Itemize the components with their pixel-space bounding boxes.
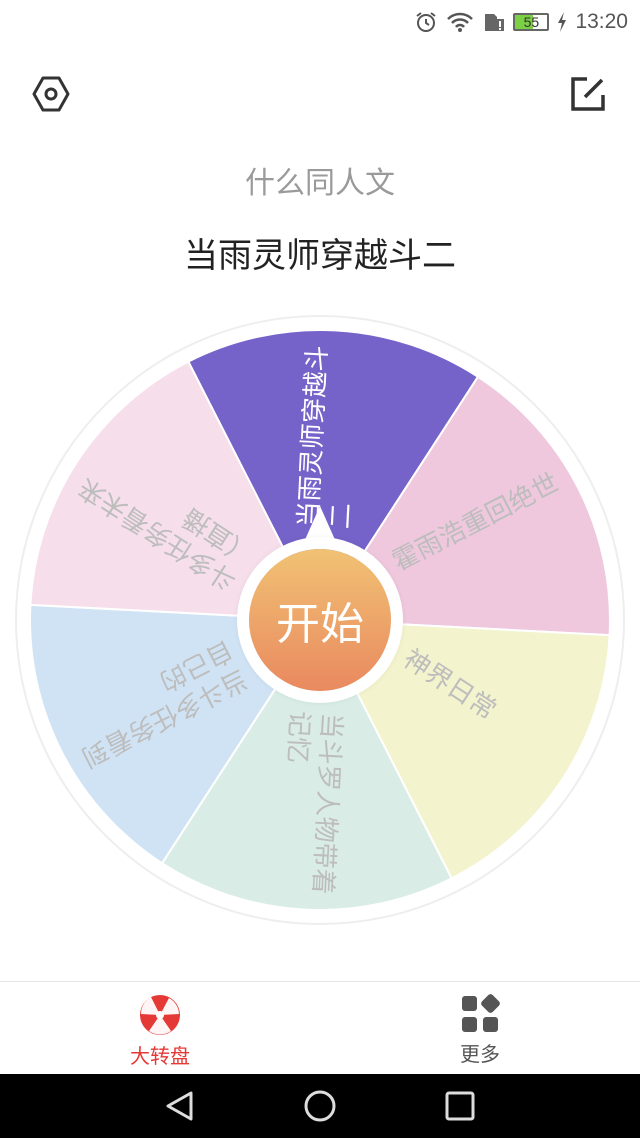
wheel-segment: [318, 375, 611, 637]
battery-level: 55: [523, 14, 540, 30]
radiation-wheel-icon: [140, 995, 180, 1035]
bottom-tab-bar: 大转盘 更多: [0, 981, 640, 1074]
status-bar: 55 13:20: [0, 0, 640, 44]
wheel-segment-label: 当斗罗人物带着记忆: [281, 710, 347, 896]
edit-button[interactable]: [566, 72, 610, 116]
wheel-pointer: [304, 506, 336, 542]
apps-grid-icon: [462, 994, 500, 1032]
wheel-segment: [318, 618, 611, 880]
wheel-segment: [186, 329, 480, 622]
wheel-segment: [29, 603, 322, 865]
settings-button[interactable]: [29, 72, 73, 116]
start-spin-button[interactable]: 开始: [249, 549, 391, 691]
tab-more[interactable]: 更多: [320, 982, 640, 1074]
recents-icon[interactable]: [443, 1089, 477, 1123]
sim-alert-icon: [485, 14, 505, 31]
wheel-question: 什么同人文: [245, 166, 395, 201]
wheel-segment-label: 当雨灵师穿越斗二: [293, 344, 358, 530]
system-nav-bar: [0, 1074, 640, 1138]
battery-indicator: 55: [513, 13, 550, 31]
tab-more-label: 更多: [460, 1042, 500, 1066]
wheel-segment: [160, 618, 454, 911]
clock: 13:20: [575, 10, 628, 33]
tab-wheel-label: 大转盘: [130, 1044, 190, 1068]
back-icon[interactable]: [163, 1089, 197, 1123]
settings-hexagon-icon: [32, 76, 70, 112]
tab-wheel[interactable]: 大转盘: [0, 982, 320, 1074]
wifi-icon: [447, 12, 474, 32]
wheel-result: 当雨灵师穿越斗二: [184, 236, 456, 276]
home-icon[interactable]: [303, 1089, 337, 1123]
charging-icon: [558, 12, 567, 32]
edit-icon: [571, 77, 605, 111]
wheel-segment: [29, 360, 322, 622]
alarm-icon: [416, 12, 437, 32]
